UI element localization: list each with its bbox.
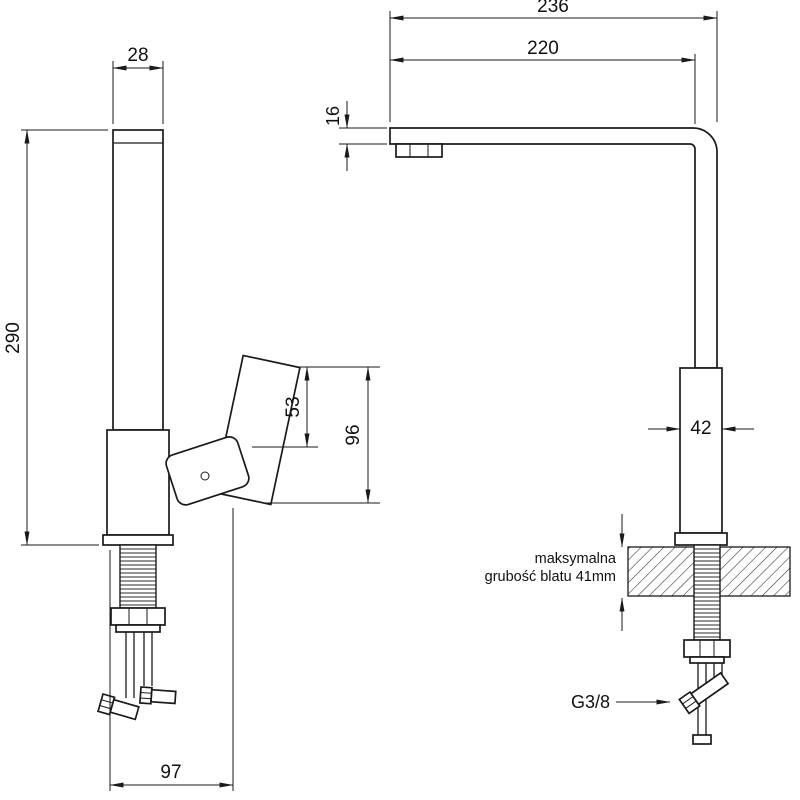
pivot-screw-detail [200,471,210,481]
washer-outline [115,624,161,633]
hose-fitting-g38 [678,671,730,715]
rod-thread [693,544,721,641]
dim-96-label: 96 [343,424,364,445]
dimension-28: 28 [112,45,164,124]
side-column-outline [112,129,164,431]
dimension-220: 220 [389,38,696,124]
dimension-290: 290 [3,129,108,546]
fitting-body [109,698,140,721]
countertop-note-line1: maksymalna [535,551,617,567]
dim-42-label: 42 [690,418,711,439]
fitting-hex-line [140,691,152,694]
fitting-hex-line [99,705,112,710]
dimension-16: 16 [323,101,387,171]
dim-220-label: 220 [527,38,559,59]
fitting-body [689,671,730,706]
dim-16-label: 16 [323,106,343,126]
dim-236-label: 236 [537,0,569,17]
dimension-53-96: 53 96 [252,366,380,504]
fitting-hex-line [682,696,694,705]
fitting-hex-line [101,699,114,704]
front-view: 236 220 16 42 maksymalna grubość bla [323,0,791,745]
dim-290-label: 290 [3,322,24,354]
side-hoses [96,632,177,721]
front-spout-outline [389,127,718,369]
side-mounting-nut [110,607,166,633]
dimension-42: 42 [648,418,754,439]
dim-28-label: 28 [127,45,148,66]
side-base-flange [102,534,174,546]
dim-97-label: 97 [160,762,181,783]
side-threaded-rod [119,544,157,609]
thread-size-label: G3/8 [571,692,610,712]
fitting-body [150,688,177,705]
front-aerator [395,143,443,158]
dimension-236: 236 [389,0,718,122]
hose-fitting [138,686,177,705]
fitting-hex-line [140,697,152,700]
side-handle-pivot [165,436,250,506]
front-base-flange [674,532,728,546]
aerator-outline [395,143,443,158]
front-hoses [678,663,730,745]
front-mounting-nut [683,639,731,664]
front-threaded-rod [693,544,721,641]
hose-fitting [96,692,140,721]
thread-callout: G3/8 [571,692,671,712]
rod-thread [119,544,157,609]
countertop-thickness-note: maksymalna grubość blatu 41mm [485,514,625,631]
hose-end-cap [692,734,712,745]
nut-outline [110,607,166,626]
fitting-hex [138,686,153,705]
dim-53-label: 53 [283,396,304,417]
washer-outline [689,656,725,664]
nut-outline [683,639,731,658]
dimension-97: 97 [109,508,234,791]
side-view: 28 290 53 96 97 [3,45,380,791]
front-body-outline [679,367,723,534]
countertop-note-line2: grubość blatu 41mm [485,569,616,585]
side-body-outline [106,429,170,536]
fitting-hex-line [685,700,697,709]
